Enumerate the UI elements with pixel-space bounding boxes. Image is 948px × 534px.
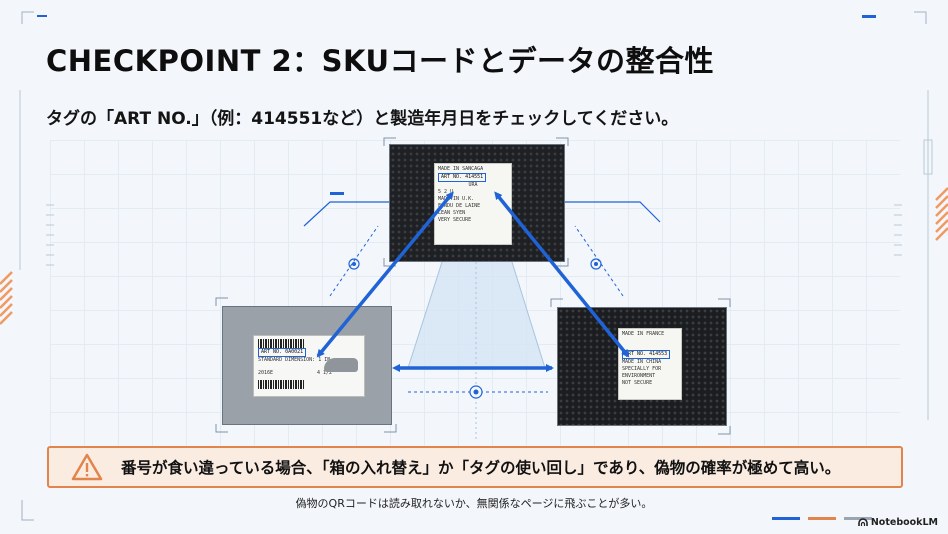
warning-triangle-icon bbox=[71, 453, 103, 481]
shoe-icon bbox=[324, 358, 358, 372]
warning-text: 番号が食い違っている場合、「箱の入れ替え」か「タグの使い回し」であり、偽物の確率… bbox=[121, 459, 841, 477]
tag-line: MADE IN CHINA bbox=[622, 359, 662, 365]
box-art-no: ART NO. 0A0021 bbox=[258, 348, 307, 357]
tag-line: FONDU DE LAINE bbox=[438, 203, 481, 209]
tag-made-in: MADE IN FRANCE bbox=[622, 331, 665, 337]
arrow-top-to-box bbox=[316, 191, 454, 358]
tag-line: SPECIALLY FOR bbox=[622, 366, 662, 372]
box-size-right: 4 1/2 bbox=[316, 370, 332, 376]
warning-banner: 番号が食い違っている場合、「箱の入れ替え」か「タグの使い回し」であり、偽物の確率… bbox=[47, 446, 903, 488]
tag-line: MADE IN U.K. bbox=[438, 196, 475, 202]
arrow-top-to-right bbox=[494, 191, 630, 358]
box-desc: STANDARD DIMENSION: 1 IN NO-PATTERN bbox=[258, 357, 330, 363]
barcode-icon bbox=[258, 380, 304, 389]
tag-line: NOT SECURE bbox=[622, 380, 653, 386]
slide-title: CHECKPOINT 2：SKUコードとデータの整合性 bbox=[46, 44, 715, 78]
notebooklm-logo-icon bbox=[858, 518, 868, 526]
tag-made-in: MADE IN SANCAGA bbox=[438, 166, 484, 172]
brand-mark: NotebookLM bbox=[858, 517, 938, 528]
box-size-left: 2016E bbox=[258, 370, 274, 376]
tag-line: VERY SECURE bbox=[438, 217, 472, 223]
tag-size-row: URA bbox=[468, 182, 478, 188]
footnote: 偽物のQRコードは読み取れないか、無関係なページに飛ぶことが多い。 bbox=[295, 497, 653, 510]
tag-line: ENVIRONMENT bbox=[622, 373, 656, 379]
barcode-icon bbox=[258, 339, 304, 348]
slide-subtitle: タグの「ART NO.」（例：414551など）と製造年月日をチェックしてくださ… bbox=[46, 109, 679, 129]
brand-name: NotebookLM bbox=[870, 517, 938, 528]
tag-art-no: ART NO. 414551 bbox=[438, 173, 487, 182]
